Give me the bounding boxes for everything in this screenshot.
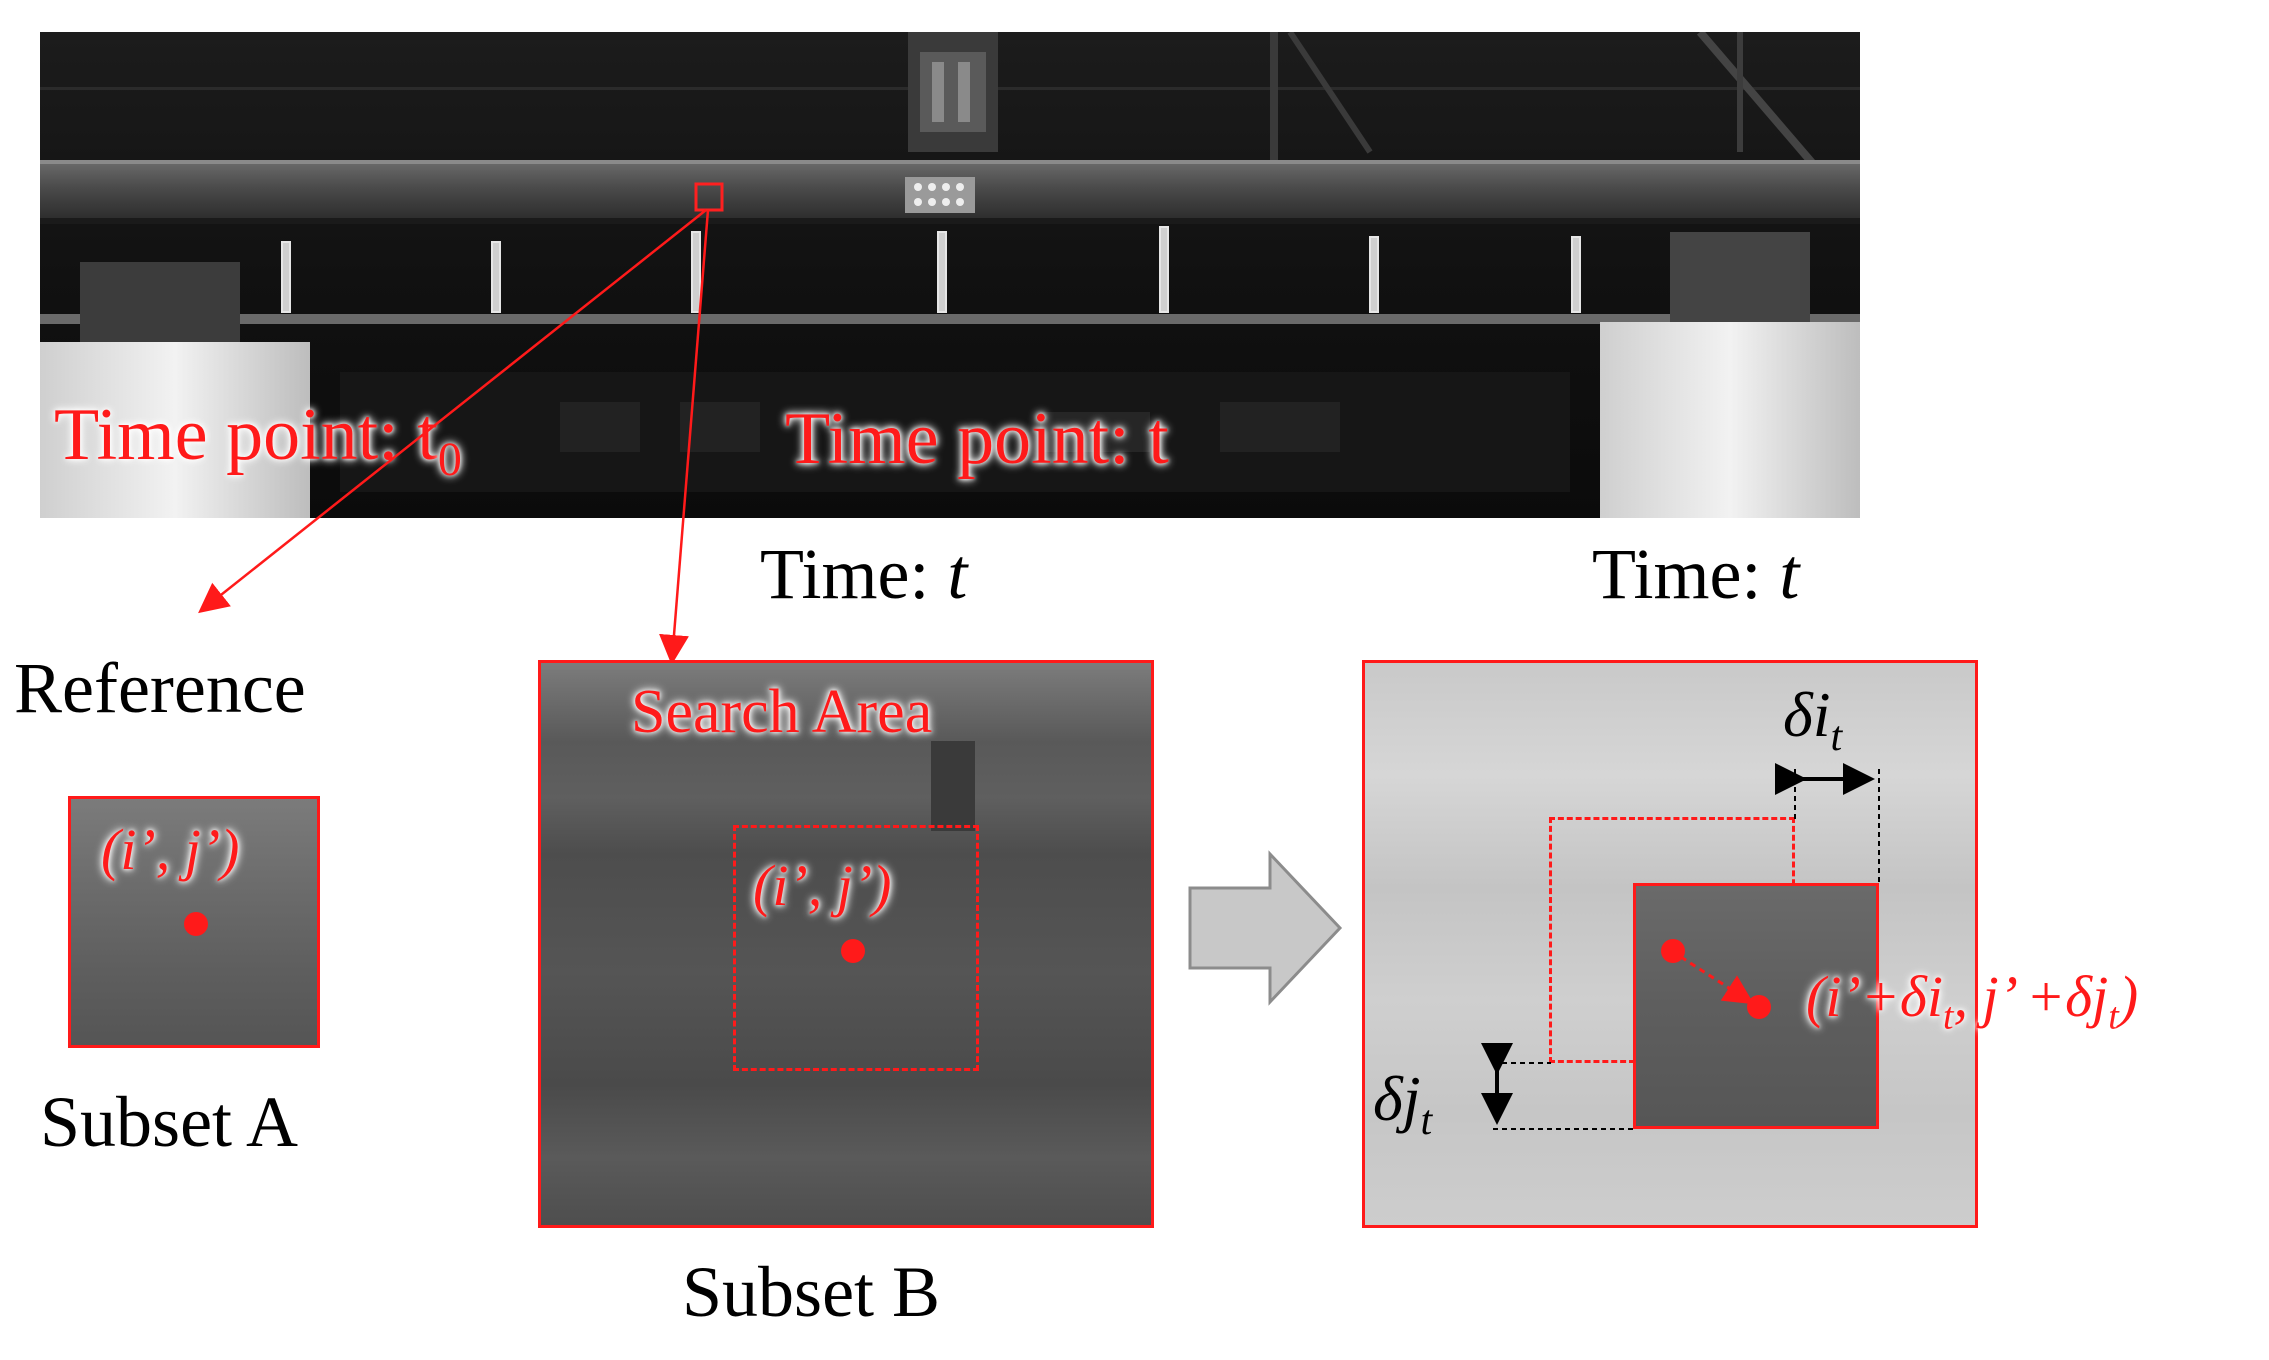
subset-b-dark-patch — [931, 741, 975, 831]
displacement-graphics — [1481, 763, 1880, 1130]
start-point — [1661, 939, 1685, 963]
subset-a-coord-label: (i’, j’) — [101, 817, 240, 882]
subset-b-dashed-window — [733, 825, 979, 1071]
delta-j-label: δjt — [1373, 1063, 1433, 1144]
arrow-to-reference — [198, 209, 707, 614]
motion-arrow — [1680, 955, 1755, 1005]
delta-i-label: δit — [1783, 679, 1843, 760]
subset-a-panel: (i’, j’) — [68, 796, 320, 1048]
time-point-t0-label: Time point: t0 — [54, 394, 462, 486]
subset-marker-box — [694, 182, 724, 212]
subset-a-center-point — [184, 912, 208, 936]
subset-b-center-point — [841, 939, 865, 963]
reference-label: Reference — [14, 648, 306, 728]
beam-test-photo: Time point: t0 Time point: t — [40, 29, 1860, 518]
subset-a-label: Subset A — [40, 1082, 299, 1162]
end-point — [1747, 995, 1771, 1019]
time-point-t0-subscript: 0 — [437, 432, 462, 486]
time-point-t-label: Time point: t — [785, 398, 1169, 480]
arrow-to-subset-b — [659, 209, 710, 665]
beam-test-photo-graphic — [40, 29, 1860, 518]
time-label-middle: Time: t — [760, 534, 968, 614]
transition-arrow-icon — [1188, 850, 1343, 1006]
search-area-label: Search Area — [631, 678, 933, 746]
moved-coord-label: (i’+δit, j’ +δjt) — [1806, 964, 2139, 1038]
displacement-panel: δit δjt — [1362, 660, 1978, 1228]
time-label-right: Time: t — [1592, 534, 1800, 614]
subset-b-coord-label: (i’, j’) — [753, 853, 892, 918]
subset-b-label: Subset B — [682, 1252, 941, 1332]
subset-b-panel: Search Area (i’, j’) — [538, 660, 1154, 1228]
